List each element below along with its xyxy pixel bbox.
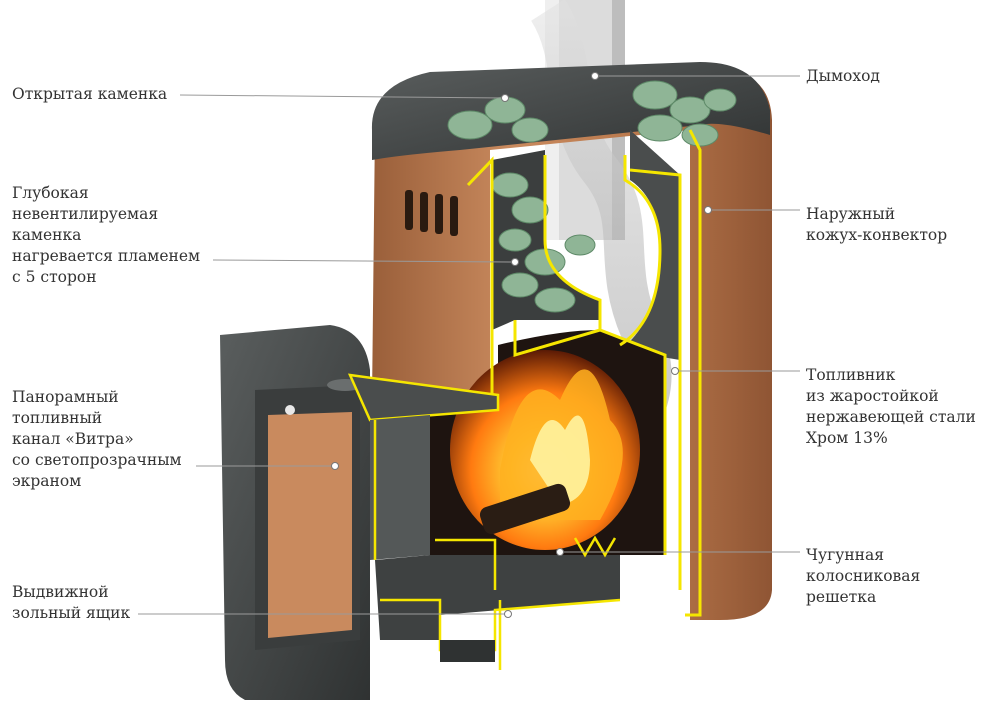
label-deep-stones: Глубокая невентилируемая каменка нагрева… [12, 184, 201, 286]
log [479, 483, 571, 535]
stones-top [447, 80, 737, 147]
grate [573, 535, 617, 558]
label-grate: Чугунная колосниковая решетка [806, 546, 921, 606]
stone-heater-top [371, 62, 770, 160]
label-firebox: Топливник из жаростойкой нержавеющей ста… [806, 366, 976, 447]
outer-casing [372, 70, 772, 620]
leader-dots [331, 72, 712, 618]
leader-lines [138, 75, 800, 615]
ash-box [375, 538, 621, 670]
glass-screen [268, 412, 352, 638]
label-open-stones: Открытая каменка [12, 85, 168, 103]
fuel-channel [347, 373, 500, 560]
label-ash-box: Выдвижной зольный ящик [12, 583, 131, 622]
vent-slots [405, 190, 458, 236]
label-chimney: Дымоход [806, 67, 880, 85]
panoramic-door [220, 325, 370, 700]
label-outer-casing: Наружный кожух-конвектор [806, 205, 948, 244]
deep-stone-cavity [491, 130, 680, 360]
firebox-walls [466, 129, 702, 617]
label-panoramic-channel: Панорамный топливный канал «Витра» со св… [12, 388, 182, 490]
